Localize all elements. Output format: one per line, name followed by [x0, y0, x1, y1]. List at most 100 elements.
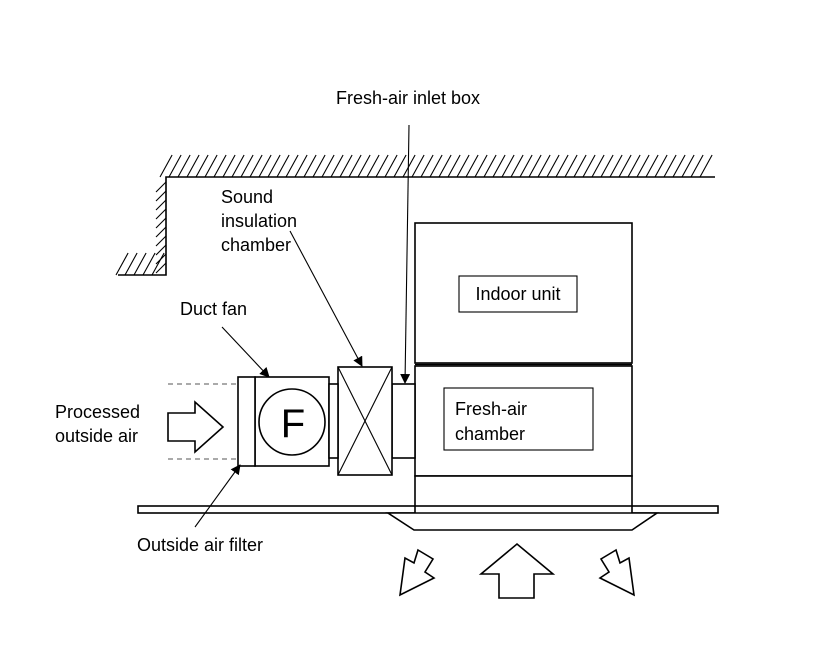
hatch-line	[474, 154, 488, 178]
hatch-line	[348, 154, 362, 178]
fresh-air-inlet-box	[391, 383, 416, 459]
hatch-line	[429, 154, 443, 178]
hatch-line	[492, 154, 506, 178]
hatch-line	[195, 154, 209, 178]
sound-insulation-chamber	[337, 366, 393, 476]
hatch-line	[447, 154, 461, 178]
label-sound-insulation-3: chamber	[221, 235, 291, 255]
ceiling-board-left	[137, 505, 416, 514]
label-duct-fan: Duct fan	[180, 299, 247, 319]
hatch-line	[402, 154, 416, 178]
hatch-line	[330, 154, 344, 178]
fresh-air-chamber: Fresh-air chamber	[414, 363, 633, 507]
label-sound-insulation-1: Sound	[221, 187, 273, 207]
hatch-line	[546, 154, 560, 178]
hatch-line	[411, 154, 425, 178]
supply-arrow-left	[399, 548, 436, 597]
hatch-line	[654, 154, 668, 178]
fan-circle	[258, 388, 326, 456]
hatch-line	[267, 154, 281, 178]
ceiling-wall-hatch	[155, 181, 167, 274]
hatch-line	[155, 208, 167, 220]
leader-inlet-box	[400, 124, 411, 384]
hatch-line	[240, 154, 254, 178]
hatch-line	[155, 181, 167, 193]
hatch-line	[159, 154, 173, 178]
ceiling-board-right	[631, 505, 719, 514]
outside-air-filter	[237, 376, 256, 467]
hatch-line	[645, 154, 659, 178]
hatch-line	[600, 154, 614, 178]
hatch-line	[276, 154, 290, 178]
hatch-line	[690, 154, 704, 178]
fresh-air-chamber-body	[414, 365, 633, 477]
hatch-line	[303, 154, 317, 178]
hatch-line	[357, 154, 371, 178]
hatch-line	[564, 154, 578, 178]
hatch-line	[618, 154, 632, 178]
hatch-line	[213, 154, 227, 178]
hatch-line	[155, 244, 167, 256]
hatch-line	[519, 154, 533, 178]
hatch-line	[115, 252, 129, 276]
hatch-line	[366, 154, 380, 178]
hatch-line	[456, 154, 470, 178]
fresh-air-chamber-label-1: Fresh-air	[455, 399, 527, 419]
hatch-line	[155, 217, 167, 229]
label-fresh-air-inlet-box: Fresh-air inlet box	[336, 88, 480, 108]
hatch-line	[681, 154, 695, 178]
hatch-line	[285, 154, 299, 178]
hatch-line	[420, 154, 434, 178]
hatch-line	[294, 154, 308, 178]
hatch-line	[155, 190, 167, 202]
hatch-line	[384, 154, 398, 178]
hatch-line	[375, 154, 389, 178]
hatch-line	[393, 154, 407, 178]
hatch-line	[672, 154, 686, 178]
indoor-unit: Indoor unit	[414, 222, 633, 364]
ceiling-step-hatch	[115, 252, 165, 276]
indoor-unit-body	[414, 222, 633, 364]
hatch-line	[222, 154, 236, 178]
hatch-line	[155, 199, 167, 211]
duct-fan: F	[254, 376, 339, 467]
hatch-line	[537, 154, 551, 178]
hatch-line	[321, 154, 335, 178]
ceiling-panel	[137, 505, 719, 531]
hatch-line	[155, 235, 167, 247]
duct-fan-connector	[328, 383, 339, 459]
leader-duct-fan	[221, 326, 270, 378]
hatch-line	[312, 154, 326, 178]
hatch-line	[142, 252, 156, 276]
ceiling-outline	[118, 176, 715, 276]
hatch-line	[177, 154, 191, 178]
sound-chamber-cross-2	[337, 366, 393, 476]
hatch-line	[609, 154, 623, 178]
hatch-line	[627, 154, 641, 178]
hatch-line	[483, 154, 497, 178]
hatch-line	[204, 154, 218, 178]
hatch-line	[155, 226, 167, 238]
hatch-line	[258, 154, 272, 178]
hatch-line	[465, 154, 479, 178]
hatch-line	[555, 154, 569, 178]
ceiling-hatch	[159, 154, 713, 178]
indoor-unit-label: Indoor unit	[475, 284, 560, 304]
hatch-line	[186, 154, 200, 178]
leader-sound-chamber	[289, 230, 363, 367]
hatch-line	[582, 154, 596, 178]
label-sound-insulation-2: insulation	[221, 211, 297, 231]
hatch-line	[438, 154, 452, 178]
hatch-line	[339, 154, 353, 178]
hatch-line	[231, 154, 245, 178]
hatch-line	[155, 262, 167, 274]
label-outside-air-filter: Outside air filter	[137, 535, 263, 555]
hatch-line	[663, 154, 677, 178]
hatch-line	[528, 154, 542, 178]
hatch-line	[124, 252, 138, 276]
supply-arrow-center	[478, 542, 556, 599]
label-processed-outside-air-2: outside air	[55, 426, 138, 446]
hatch-line	[573, 154, 587, 178]
decoration-panel	[385, 512, 660, 531]
